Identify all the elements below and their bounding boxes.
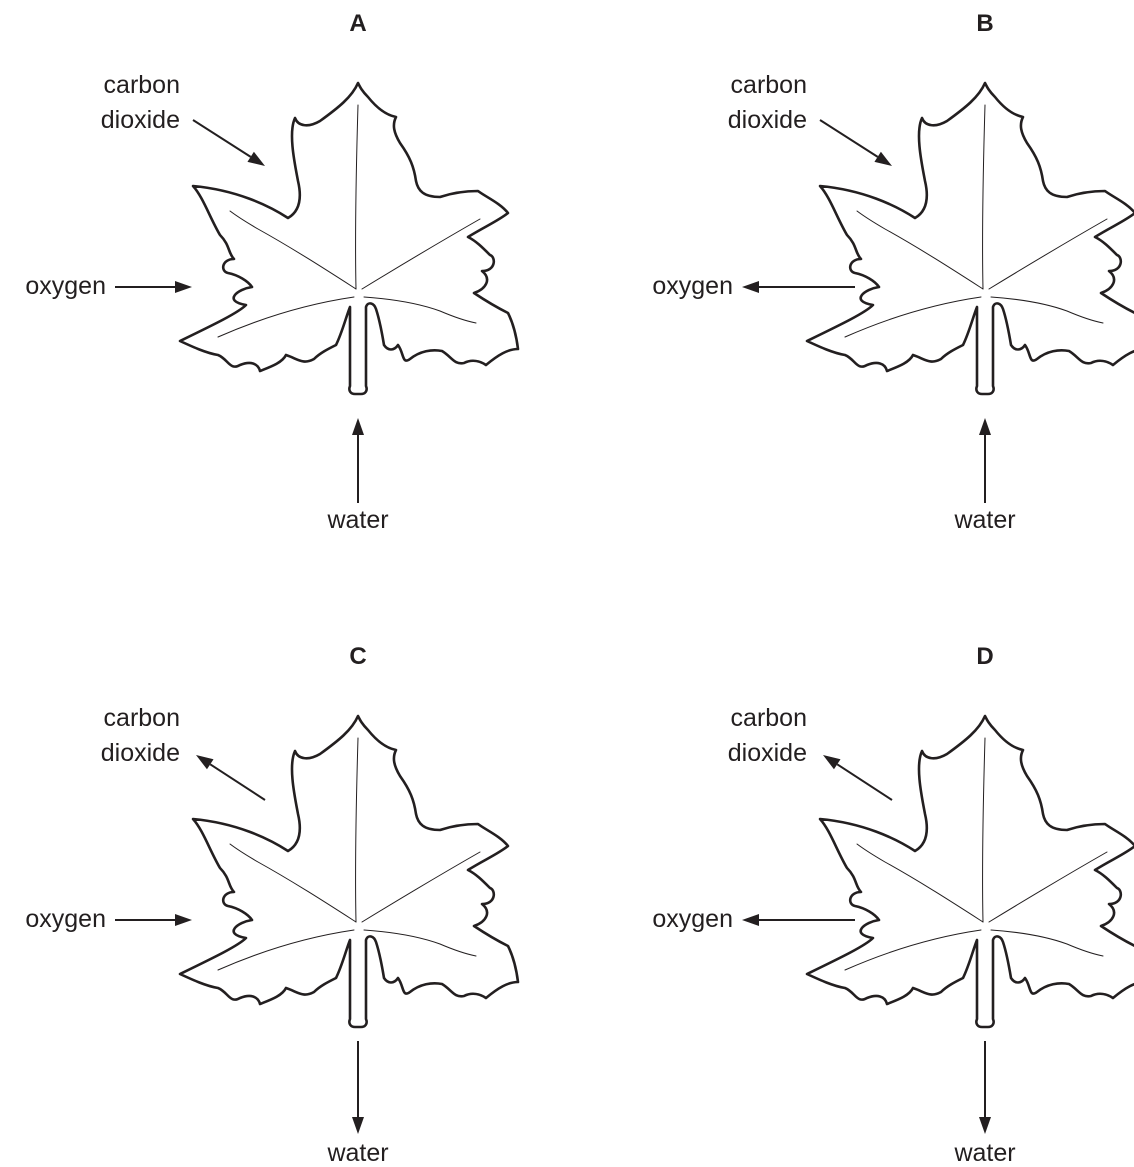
maple-leaf-icon — [805, 714, 1134, 1029]
water-label: water — [326, 506, 388, 534]
carbon-dioxide-label-line1: carbon — [104, 704, 180, 732]
oxygen-label: oxygen — [652, 905, 733, 933]
carbon-dioxide-label-line2: dioxide — [728, 739, 807, 767]
carbon-dioxide-label-line2: dioxide — [728, 106, 807, 134]
water-arrow — [979, 418, 991, 503]
maple-leaf-icon — [178, 714, 520, 1029]
carbon-dioxide-label-line2: dioxide — [101, 739, 180, 767]
water-arrow — [352, 418, 364, 503]
oxygen-arrow — [115, 914, 192, 926]
oxygen-arrow — [115, 281, 192, 293]
carbon-dioxide-arrow — [196, 755, 266, 801]
carbon-dioxide-label-line2: dioxide — [101, 106, 180, 134]
oxygen-label: oxygen — [25, 905, 106, 933]
option-letter: C — [349, 643, 366, 670]
water-arrow — [352, 1041, 364, 1134]
maple-leaf-icon — [178, 81, 520, 396]
water-label: water — [953, 506, 1015, 534]
oxygen-label: oxygen — [25, 272, 106, 300]
carbon-dioxide-arrow — [819, 119, 892, 166]
oxygen-arrow — [742, 281, 855, 293]
water-label: water — [326, 1139, 388, 1167]
option-letter: B — [976, 10, 993, 37]
oxygen-arrow — [742, 914, 855, 926]
option-letter: D — [976, 643, 993, 670]
option-letter: A — [349, 10, 366, 37]
water-label: water — [953, 1139, 1015, 1167]
carbon-dioxide-arrow — [823, 755, 893, 801]
carbon-dioxide-label-line1: carbon — [104, 71, 180, 99]
water-arrow — [979, 1041, 991, 1134]
carbon-dioxide-label-line1: carbon — [731, 704, 807, 732]
oxygen-label: oxygen — [652, 272, 733, 300]
maple-leaf-icon — [805, 81, 1134, 396]
carbon-dioxide-arrow — [192, 119, 265, 166]
carbon-dioxide-label-line1: carbon — [731, 71, 807, 99]
